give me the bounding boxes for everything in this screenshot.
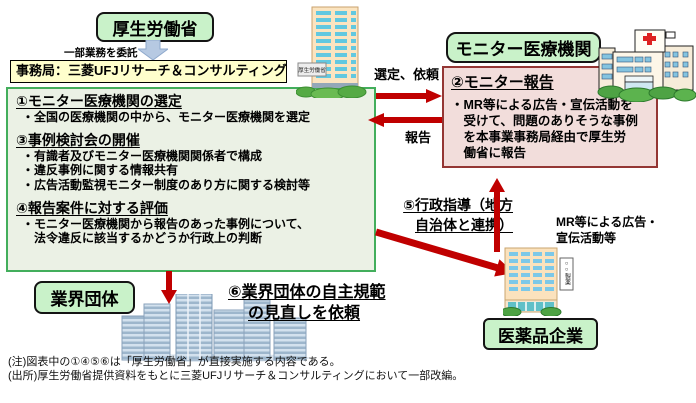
report-line-1: ・MR等による広告・宣伝活動を <box>451 98 633 112</box>
ministry-label: 厚生労働省 <box>112 19 198 39</box>
item6-line-2: の見直しを依頼 <box>248 305 361 323</box>
item6-line-1: ⑥業界団体の自主規範 <box>228 284 386 301</box>
ministry-box: 厚生労働省 <box>96 12 214 42</box>
section4-heading: ④報告案件に対する評価 <box>16 200 168 217</box>
monitor-report-panel: ②モニター報告 ・MR等による広告・宣伝活動を 受けて、問題のありそうな事例 を… <box>442 66 658 168</box>
section3-bullet-1: ・有識者及びモニター医療機関関係者で構成 <box>22 148 263 163</box>
industry-buildings-icon <box>121 294 310 362</box>
monitor-institution-label: モニター医療機関 <box>455 40 592 59</box>
mr-activity-line-1: MR等による広告・ <box>556 215 659 229</box>
item6-label: ⑥業界団体の自主規範 の見直しを依頼 <box>228 282 386 324</box>
delegate-down-arrow-icon <box>138 40 168 60</box>
report-heading: ②モニター報告 <box>451 74 554 91</box>
footnote-2: (出所)厚生労働省提供資料をもとに三菱UFJリサーチ＆コンサルティングにおいて一… <box>8 370 464 382</box>
section1-bullet: ・全国の医療機関の中から、モニター医療機関を選定 <box>22 109 311 124</box>
pharma-company-label: 医薬品企業 <box>498 326 583 346</box>
monitor-institution-box: モニター医療機関 <box>446 32 601 63</box>
process-panel: ①モニター医療機関の選定 ・全国の医療機関の中から、モニター医療機関を選定 ③事… <box>6 87 376 272</box>
ministry-building-icon: 厚生労働省 <box>296 6 367 98</box>
select-arrow-label: 選定、依頼 <box>374 67 440 82</box>
section3-heading: ③事例検討会の開催 <box>16 132 140 149</box>
section3-bullet-2: ・違反事例に関する情報共有 <box>22 163 179 178</box>
section1-heading: ①モニター医療機関の選定 <box>16 93 182 109</box>
pharma-building-sign: ○○製薬 <box>564 261 571 286</box>
guidance-diagonal-arrow-icon <box>375 228 514 277</box>
secretariat-box: 事務局：三菱UFJリサーチ＆コンサルティング <box>10 60 287 83</box>
pharma-company-box: 医薬品企業 <box>483 318 598 350</box>
report-line-2: 受けて、問題のありそうな事例 <box>451 114 638 128</box>
mr-activity-label: MR等による広告・ 宣伝活動等 <box>556 214 658 246</box>
section4-bullet-line2: 法令違反に該当するかどうか行政上の判断 <box>22 231 263 246</box>
secretariat-label: 事務局：三菱UFJリサーチ＆コンサルティング <box>16 63 287 78</box>
mr-up-arrow-icon <box>489 178 505 252</box>
footnote-1: (注)図表中の①④⑤⑥は「厚生労働省」が直接実施する内容である。 <box>8 356 341 368</box>
report-arrow-label: 報告 <box>405 130 432 145</box>
section3-bullet-3: ・広告活動監視モニター制度のあり方に関する検討等 <box>22 177 311 192</box>
industry-down-arrow-icon <box>161 271 177 304</box>
industry-association-label: 業界団体 <box>50 290 119 309</box>
report-line-4: 働省に報告 <box>451 146 527 160</box>
report-left-arrow-icon <box>368 113 444 127</box>
ministry-building-sign: 厚生労働省 <box>298 66 326 74</box>
report-line-3: を本事業事務局経由で厚生労 <box>451 130 627 144</box>
delegate-label: 一部業務を委託 <box>64 47 138 59</box>
industry-association-box: 業界団体 <box>34 281 135 314</box>
select-right-arrow-icon <box>376 89 442 103</box>
guidance-line-2: 自治体と連携） <box>415 216 513 233</box>
guidance-line-1: ⑤行政指導（地方 <box>403 197 513 213</box>
section4-bullet-line1: ・モニター医療機関から報告のあった事例について、 <box>22 216 310 231</box>
guidance-label: ⑤行政指導（地方 自治体と連携） <box>393 196 513 235</box>
hospital-icon <box>597 29 696 102</box>
mr-activity-line-2: 宣伝活動等 <box>556 231 617 246</box>
pharma-building-icon: ○○製薬 <box>503 247 574 316</box>
